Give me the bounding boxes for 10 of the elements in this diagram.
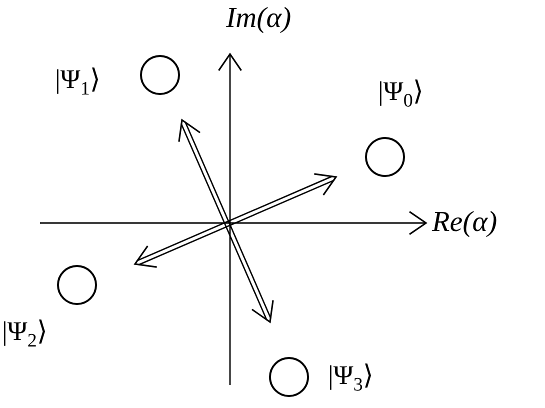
axis-label: Im(α) xyxy=(226,4,292,33)
state-circle xyxy=(57,265,97,305)
state-circle xyxy=(269,357,309,397)
state-label: |Ψ$_{0}$⟩ xyxy=(378,78,424,110)
state-circle xyxy=(365,137,405,177)
state-label: |Ψ$_{3}$⟩ xyxy=(328,362,374,394)
axis-label: Re(α) xyxy=(432,208,498,237)
state-label: |Ψ$_{1}$⟩ xyxy=(55,66,100,98)
state-label: |Ψ$_{2}$⟩ xyxy=(2,318,48,350)
state-circle xyxy=(140,55,180,95)
